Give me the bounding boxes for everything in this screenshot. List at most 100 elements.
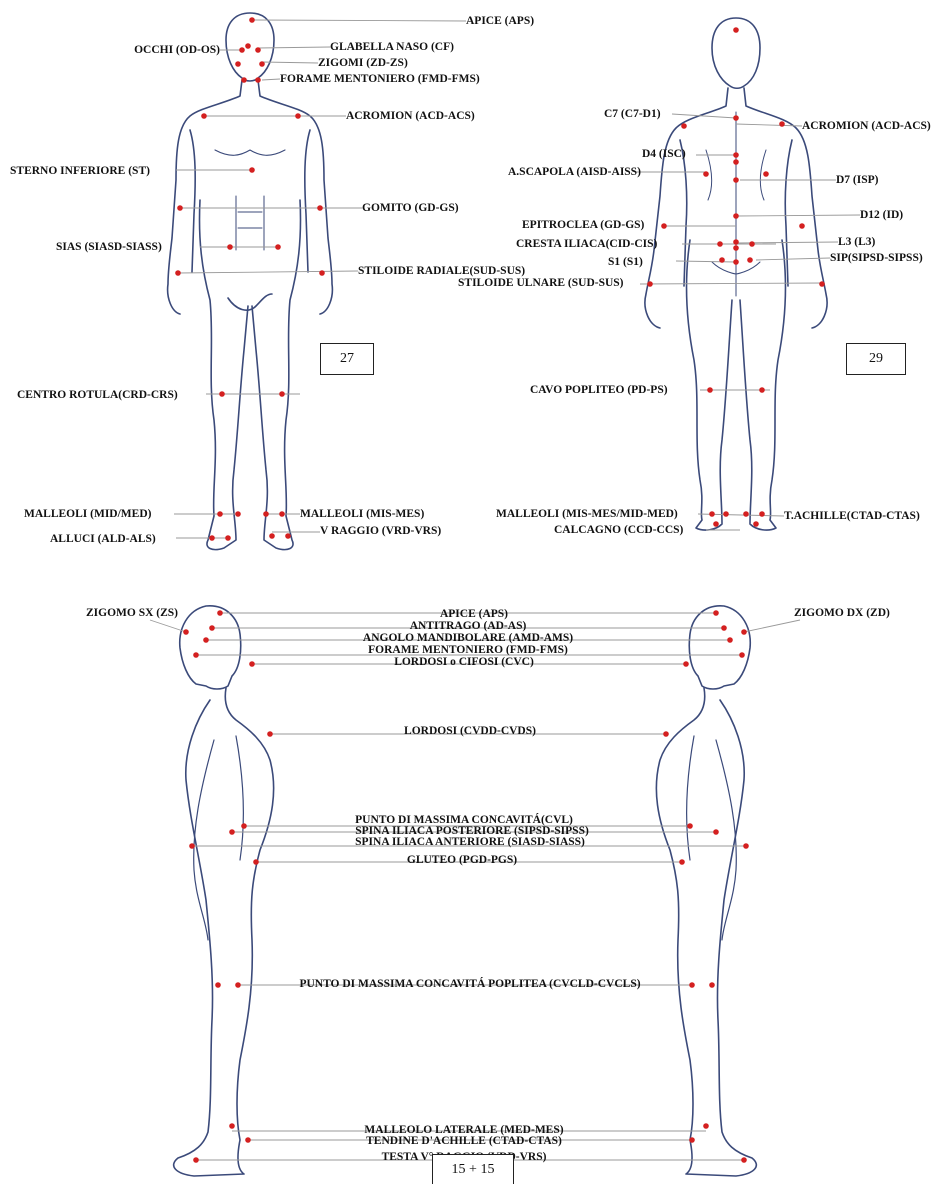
landmark-marker bbox=[177, 205, 183, 211]
landmark-marker bbox=[193, 652, 199, 658]
landmark-marker bbox=[739, 652, 745, 658]
leader-line bbox=[252, 20, 466, 21]
label-back-scapola: A.SCAPOLA (AISD-AISS) bbox=[508, 166, 641, 179]
landmark-marker bbox=[779, 121, 785, 127]
landmark-marker bbox=[209, 535, 215, 541]
landmark-marker bbox=[249, 167, 255, 173]
front-figure bbox=[168, 13, 333, 550]
back-figure bbox=[645, 18, 827, 530]
label-back-d12: D12 (ID) bbox=[860, 209, 903, 222]
landmark-marker bbox=[229, 829, 235, 835]
label-back-malleoli: MALLEOLI (MIS-MES/MID-MED) bbox=[496, 508, 678, 521]
label-back-c7: C7 (C7-D1) bbox=[604, 108, 661, 121]
label-back-sip: SIP(SIPSD-SIPSS) bbox=[830, 252, 923, 265]
landmark-marker bbox=[733, 115, 739, 121]
landmark-marker bbox=[717, 241, 723, 247]
landmark-marker bbox=[679, 859, 685, 865]
left-side-figure bbox=[174, 606, 274, 1176]
landmark-marker bbox=[241, 823, 247, 829]
back-count-box: 29 bbox=[846, 343, 906, 375]
right-side-figure bbox=[656, 606, 756, 1176]
landmark-marker bbox=[647, 281, 653, 287]
landmark-marker bbox=[245, 43, 251, 49]
landmark-marker bbox=[203, 637, 209, 643]
landmark-marker bbox=[689, 1137, 695, 1143]
landmark-marker bbox=[747, 257, 753, 263]
label-side-lordosi: LORDOSI (CVDD-CVDS) bbox=[404, 725, 536, 738]
landmark-marker bbox=[285, 533, 291, 539]
landmark-marker bbox=[217, 610, 223, 616]
landmark-marker bbox=[733, 159, 739, 165]
landmark-marker bbox=[229, 1123, 235, 1129]
landmark-marker bbox=[255, 77, 261, 83]
landmark-marker bbox=[683, 661, 689, 667]
landmark-marker bbox=[753, 521, 759, 527]
landmark-marker bbox=[209, 625, 215, 631]
landmark-marker bbox=[175, 270, 181, 276]
leader-line bbox=[736, 215, 860, 216]
landmark-marker bbox=[743, 511, 749, 517]
label-side-lordosi-cifosi: LORDOSI o CIFOSI (CVC) bbox=[394, 656, 534, 669]
landmark-marker bbox=[275, 244, 281, 250]
label-front-malleoli-med: MALLEOLI (MID/MED) bbox=[24, 508, 151, 521]
landmark-marker bbox=[263, 511, 269, 517]
landmark-marker bbox=[713, 829, 719, 835]
label-side-poplitea: PUNTO DI MASSIMA CONCAVITÁ POPLITEA (CVC… bbox=[299, 978, 640, 991]
leader-line bbox=[150, 620, 186, 632]
landmark-marker bbox=[819, 281, 825, 287]
label-back-calcagno: CALCAGNO (CCD-CCS) bbox=[554, 524, 683, 537]
landmark-marker bbox=[727, 637, 733, 643]
label-back-l3: L3 (L3) bbox=[838, 236, 875, 249]
leader-line bbox=[744, 620, 800, 632]
label-back-s1: S1 (S1) bbox=[608, 256, 643, 269]
leader-line bbox=[262, 79, 280, 80]
landmark-marker bbox=[661, 223, 667, 229]
label-front-alluci: ALLUCI (ALD-ALS) bbox=[50, 533, 156, 546]
landmark-marker bbox=[733, 245, 739, 251]
landmark-marker bbox=[681, 123, 687, 129]
landmark-marker bbox=[249, 661, 255, 667]
label-front-occhi: OCCHI (OD-OS) bbox=[92, 44, 220, 57]
landmark-marker bbox=[201, 113, 207, 119]
landmark-marker bbox=[235, 511, 241, 517]
label-back-d7: D7 (ISP) bbox=[836, 174, 879, 187]
landmark-marker bbox=[759, 387, 765, 393]
label-side-spina-ant: SPINA ILIACA ANTERIORE (SIASD-SIASS) bbox=[355, 836, 585, 849]
label-back-cavo: CAVO POPLITEO (PD-PS) bbox=[530, 384, 668, 397]
landmark-marker bbox=[189, 843, 195, 849]
landmark-marker bbox=[733, 213, 739, 219]
side-count-box: 15 + 15 bbox=[432, 1154, 514, 1184]
landmark-marker bbox=[279, 511, 285, 517]
landmark-marker bbox=[235, 982, 241, 988]
label-front-v-raggio: V RAGGIO (VRD-VRS) bbox=[320, 525, 441, 538]
landmark-marker bbox=[687, 823, 693, 829]
landmark-marker bbox=[279, 391, 285, 397]
landmark-marker bbox=[703, 1123, 709, 1129]
landmark-marker bbox=[709, 982, 715, 988]
landmark-marker bbox=[259, 61, 265, 67]
landmark-marker bbox=[733, 259, 739, 265]
label-front-glabella: GLABELLA NASO (CF) bbox=[330, 41, 454, 54]
landmark-marker bbox=[241, 77, 247, 83]
landmark-marker bbox=[663, 731, 669, 737]
landmark-marker bbox=[733, 177, 739, 183]
landmark-marker bbox=[723, 511, 729, 517]
landmark-marker bbox=[763, 171, 769, 177]
label-front-apice: APICE (APS) bbox=[466, 15, 534, 28]
label-front-gomito: GOMITO (GD-GS) bbox=[362, 202, 459, 215]
label-back-stiloide: STILOIDE ULNARE (SUD-SUS) bbox=[458, 277, 624, 290]
landmark-marker bbox=[245, 1137, 251, 1143]
landmark-marker bbox=[749, 241, 755, 247]
landmark-marker bbox=[227, 244, 233, 250]
landmark-marker bbox=[217, 511, 223, 517]
landmark-marker bbox=[743, 843, 749, 849]
landmark-marker bbox=[319, 270, 325, 276]
landmark-marker bbox=[707, 387, 713, 393]
landmark-marker bbox=[183, 629, 189, 635]
label-side-tendine: TENDINE D'ACHILLE (CTAD-CTAS) bbox=[366, 1135, 562, 1148]
label-side-zigomo-sx: ZIGOMO SX (ZS) bbox=[86, 607, 178, 620]
label-back-d4: D4 (ISC) bbox=[642, 148, 686, 161]
label-front-zigomi: ZIGOMI (ZD-ZS) bbox=[318, 57, 408, 70]
landmark-marker bbox=[295, 113, 301, 119]
